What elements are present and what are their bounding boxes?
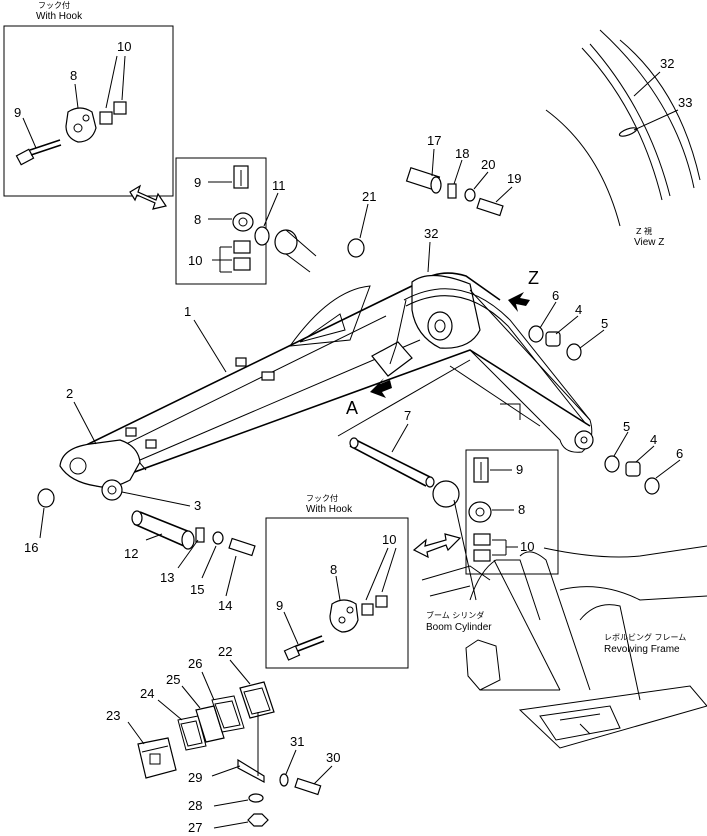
bushings-lower-right: 5 4 6: [604, 419, 683, 495]
with-hook-en-label: With Hook: [36, 11, 83, 22]
boom-body: [59, 272, 594, 501]
nut-icon: [113, 101, 127, 115]
callout-5: 5: [601, 316, 608, 331]
callout-8: 8: [194, 212, 201, 227]
frame-sketch: ブーム シリンダ Boom Cylinder レボルビング フレーム Revol…: [421, 499, 707, 749]
pin-assembly-foot: 12 13 15 14: [124, 510, 256, 613]
callout-27: 27: [188, 820, 202, 835]
revolving-frame-en-label: Revolving Frame: [604, 644, 680, 655]
callout-23: 23: [106, 708, 120, 723]
callout-10: 10: [188, 253, 202, 268]
washer-icon: [37, 488, 55, 508]
callout-29: 29: [188, 770, 202, 785]
with-hook-en-label: With Hook: [306, 504, 353, 515]
nut-icon: [375, 595, 388, 608]
pin-assembly-top: 17 18 20 19: [405, 133, 521, 217]
boom-cylinder-jp-label: ブーム シリンダ: [426, 610, 484, 620]
double-arrow-icon: [129, 184, 167, 210]
callout-6: 6: [676, 446, 683, 461]
inset-with-hook-bottom: フック付 With Hook 9 8 10: [265, 493, 409, 669]
callout-10: 10: [520, 539, 534, 554]
boom-foot: [59, 439, 141, 488]
callout-22: 22: [218, 644, 232, 659]
callout-19: 19: [507, 171, 521, 186]
double-arrow-icon: [412, 533, 462, 559]
callout-2: 2: [66, 386, 73, 401]
callout-4: 4: [575, 302, 582, 317]
boom-pin: 7: [337, 359, 471, 488]
callout-11: 11: [272, 178, 286, 193]
lamp-icon: [137, 737, 177, 779]
inset-fasteners-right: 9 8 10: [465, 449, 559, 575]
callout-13: 13: [160, 570, 174, 585]
with-hook-jp-label: フック付: [306, 493, 338, 503]
callout-15: 15: [190, 582, 204, 597]
callout-30: 30: [326, 750, 340, 765]
callout-9: 9: [276, 598, 283, 613]
view-z-detail: 32 33 Z 視 View Z: [545, 29, 701, 248]
boom-cylinder-en-label: Boom Cylinder: [426, 622, 492, 633]
callout-32: 32: [660, 56, 674, 71]
callout-21: 21: [362, 189, 376, 204]
washer-icon: [347, 238, 365, 258]
arrow-a-label: A: [346, 398, 358, 418]
callout-26: 26: [188, 656, 202, 671]
nut-icon: [99, 111, 113, 125]
nut-icon: [361, 603, 374, 616]
callout-9: 9: [14, 105, 21, 120]
callout-5: 5: [623, 419, 630, 434]
callout-6: 6: [552, 288, 559, 303]
view-arrow-a: A: [346, 378, 392, 418]
callout-12: 12: [124, 546, 138, 561]
callout-1: 1: [184, 304, 191, 319]
view-z-en-label: View Z: [634, 237, 664, 248]
callout-4: 4: [650, 432, 657, 447]
callout-10: 10: [117, 39, 131, 54]
callout-16: 16: [24, 540, 38, 555]
callout-9: 9: [516, 462, 523, 477]
with-hook-jp-label: フック付: [38, 0, 70, 10]
callout-28: 28: [188, 798, 202, 813]
callout-31: 31: [290, 734, 304, 749]
callout-8: 8: [518, 502, 525, 517]
washer-icon: [232, 212, 254, 232]
callout-8: 8: [330, 562, 337, 577]
callout-10: 10: [382, 532, 396, 547]
revolving-frame-jp-label: レボルビング フレーム: [604, 632, 686, 642]
callout-24: 24: [140, 686, 154, 701]
washer-icon: [254, 226, 270, 246]
view-arrow-z: Z: [508, 268, 539, 312]
bolt-icon: [15, 139, 62, 166]
callout-7: 7: [404, 408, 411, 423]
bushings-upper-right: 6 4 5: [528, 288, 608, 361]
callout-3: 3: [194, 498, 201, 513]
nut-icon: [473, 533, 491, 546]
hook-plate-icon: [329, 599, 359, 633]
washer-icon: [468, 501, 492, 523]
callout-33: 33: [678, 95, 692, 110]
arrow-z-label: Z: [528, 268, 539, 288]
lamp-assembly: 22 26 25 24 23 29 31 30 28 27: [106, 644, 340, 835]
nut-icon: [233, 257, 251, 271]
callout-8: 8: [70, 68, 77, 83]
nut-icon: [473, 549, 491, 562]
callout-18: 18: [455, 146, 469, 161]
bushing-icon: [274, 229, 317, 273]
nut-icon: [233, 240, 251, 254]
callout-14: 14: [218, 598, 232, 613]
bushing-icon: [432, 480, 460, 508]
inset-with-hook-top: フック付 With Hook 9 8 10: [3, 0, 174, 197]
callout-17: 17: [427, 133, 441, 148]
callout-32: 32: [424, 226, 438, 241]
callout-20: 20: [481, 157, 495, 172]
callout-9: 9: [194, 175, 201, 190]
callout-25: 25: [166, 672, 180, 687]
view-z-jp-label: Z 視: [636, 227, 652, 236]
inset-fasteners-center: 9 8 10: [175, 157, 267, 285]
